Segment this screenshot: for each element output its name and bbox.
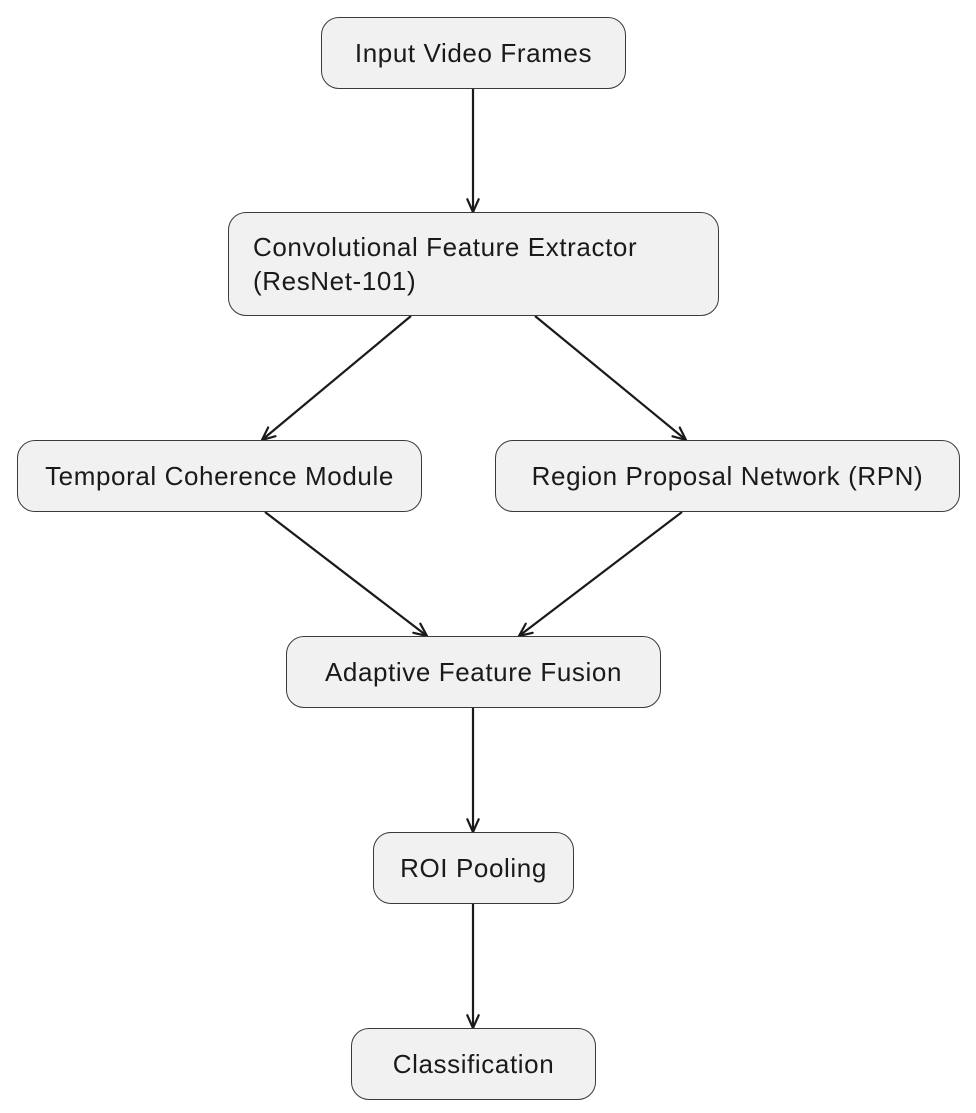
node-extractor-label-line2: (ResNet-101) bbox=[253, 266, 417, 296]
node-input-video-frames: Input Video Frames bbox=[321, 17, 626, 89]
edge-line bbox=[261, 315, 412, 441]
edge-line bbox=[518, 511, 683, 637]
node-temporal-coherence-label: Temporal Coherence Module bbox=[45, 460, 394, 491]
node-fusion-label: Adaptive Feature Fusion bbox=[324, 656, 623, 687]
node-classification: Classification bbox=[351, 1028, 596, 1100]
node-extractor-label-line1: Convolutional Feature Extractor bbox=[253, 232, 638, 262]
node-convolutional-feature-extractor: Convolutional Feature Extractor (ResNet-… bbox=[228, 212, 719, 316]
edge-temporal-to-fusion bbox=[264, 511, 429, 638]
node-temporal-coherence-module: Temporal Coherence Module bbox=[17, 440, 422, 512]
edge-rpn-to-fusion bbox=[517, 511, 683, 638]
node-adaptive-feature-fusion: Adaptive Feature Fusion bbox=[286, 636, 661, 708]
edge-line bbox=[534, 315, 687, 441]
node-roi-pooling: ROI Pooling bbox=[373, 832, 574, 904]
edge-fusion-to-roi bbox=[466, 708, 480, 834]
edge-extractor-to-rpn bbox=[534, 315, 688, 442]
edge-extractor-to-temporal bbox=[260, 315, 412, 442]
edge-input-to-extractor bbox=[466, 89, 480, 214]
node-input-video-frames-label: Input Video Frames bbox=[354, 37, 593, 68]
edge-roi-to-classification bbox=[466, 904, 480, 1030]
node-rpn-label: Region Proposal Network (RPN) bbox=[531, 460, 924, 491]
node-roi-pooling-label: ROI Pooling bbox=[400, 852, 547, 883]
node-classification-label: Classification bbox=[392, 1048, 555, 1079]
node-region-proposal-network: Region Proposal Network (RPN) bbox=[495, 440, 960, 512]
edge-line bbox=[264, 511, 428, 637]
